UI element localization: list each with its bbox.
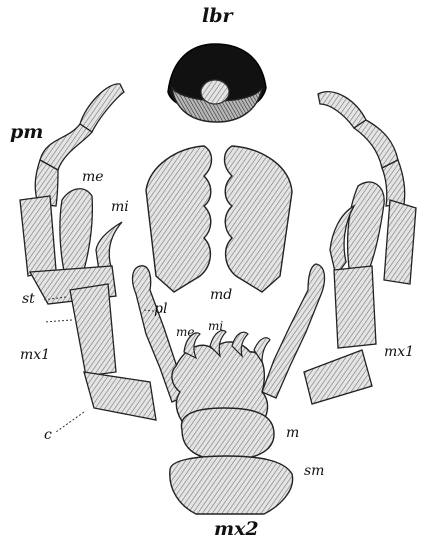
label-mi-center: mi xyxy=(208,320,223,332)
label-mi-left: mi xyxy=(111,200,129,214)
mandibles xyxy=(146,146,292,292)
labium xyxy=(170,331,293,514)
label-mx1-left: mx1 xyxy=(20,348,50,362)
label-pl: pl xyxy=(154,302,167,316)
labrum xyxy=(168,44,266,122)
label-mx2: mx2 xyxy=(214,520,259,539)
label-me-left: me xyxy=(82,170,104,184)
label-mx1-right: mx1 xyxy=(384,345,414,359)
label-m: m xyxy=(286,426,299,440)
label-pm: pm xyxy=(10,123,43,142)
label-lbr: lbr xyxy=(202,7,233,26)
label-me-center: me xyxy=(176,326,194,338)
label-st: st xyxy=(22,292,35,306)
label-c: c xyxy=(44,428,52,442)
label-md: md xyxy=(210,288,232,302)
label-sm: sm xyxy=(304,464,324,478)
